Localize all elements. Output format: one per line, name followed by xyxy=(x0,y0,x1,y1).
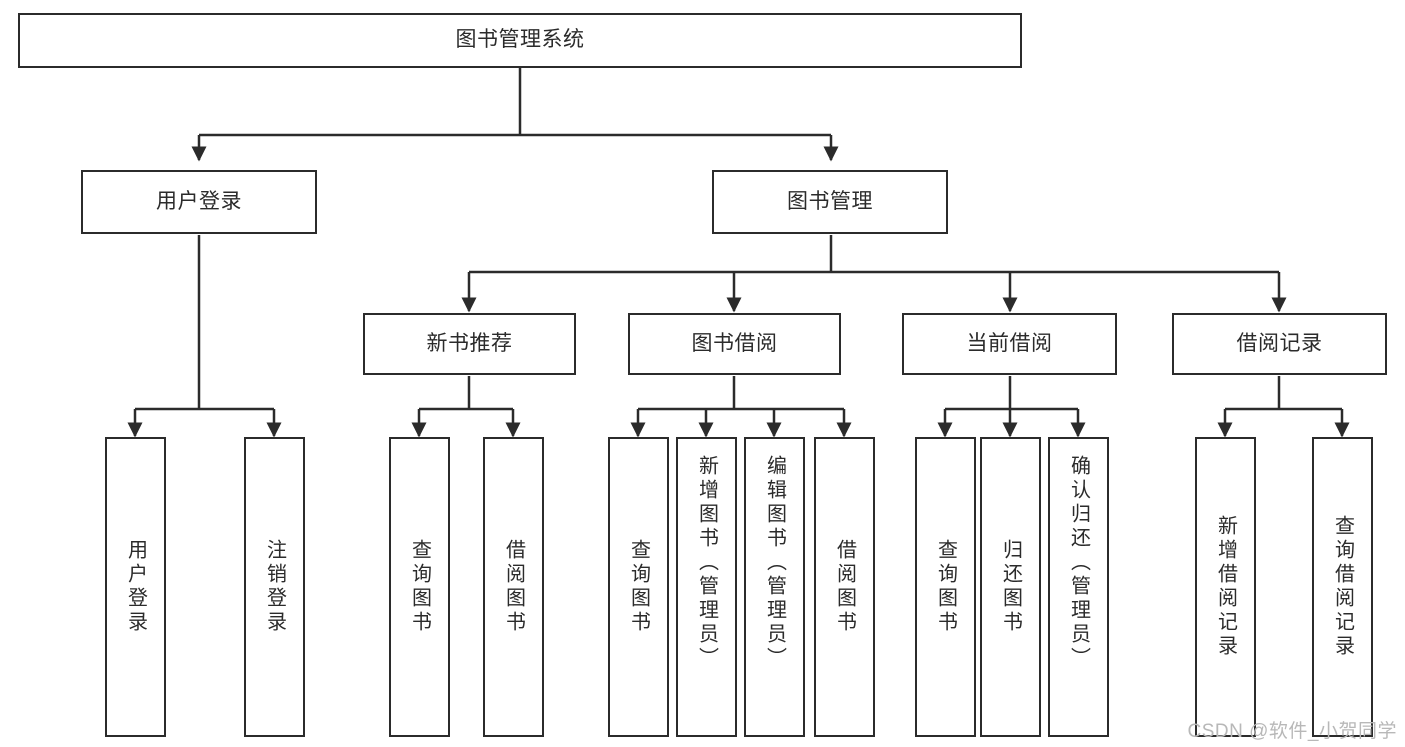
node-user-login-label: 用户登录 xyxy=(156,189,242,213)
leaf-query-book-2[interactable]: 查询图书 xyxy=(608,437,669,737)
leaf-query-book-3[interactable]: 查询图书 xyxy=(915,437,976,737)
leaf-user-login-label: 用户登录 xyxy=(124,539,147,635)
leaf-query-book-2-label: 查询图书 xyxy=(627,539,650,635)
leaf-query-book-1-label: 查询图书 xyxy=(408,539,431,635)
node-borrow-record[interactable]: 借阅记录 xyxy=(1172,313,1387,375)
leaf-query-record-label: 查询借阅记录 xyxy=(1331,515,1354,659)
leaf-edit-book[interactable]: 编辑图书（管理员） xyxy=(744,437,805,737)
node-user-login[interactable]: 用户登录 xyxy=(81,170,317,234)
node-new-book-recommend[interactable]: 新书推荐 xyxy=(363,313,576,375)
leaf-add-record[interactable]: 新增借阅记录 xyxy=(1195,437,1256,737)
leaf-add-record-label: 新增借阅记录 xyxy=(1214,515,1237,659)
leaf-confirm-return-label: 确认归还（管理员） xyxy=(1067,455,1090,671)
leaf-borrow-book-1[interactable]: 借阅图书 xyxy=(483,437,544,737)
leaf-query-book-1[interactable]: 查询图书 xyxy=(389,437,450,737)
leaf-borrow-book-2-label: 借阅图书 xyxy=(833,539,856,635)
leaf-return-book[interactable]: 归还图书 xyxy=(980,437,1041,737)
node-current-borrow-label: 当前借阅 xyxy=(966,331,1053,355)
leaf-confirm-return[interactable]: 确认归还（管理员） xyxy=(1048,437,1109,737)
leaf-user-logout[interactable]: 注销登录 xyxy=(244,437,305,737)
leaf-query-record[interactable]: 查询借阅记录 xyxy=(1312,437,1373,737)
node-book-borrow-label: 图书借阅 xyxy=(691,331,778,355)
leaf-return-book-label: 归还图书 xyxy=(999,539,1022,635)
leaf-borrow-book-2[interactable]: 借阅图书 xyxy=(814,437,875,737)
node-book-borrow[interactable]: 图书借阅 xyxy=(628,313,841,375)
leaf-add-book[interactable]: 新增图书（管理员） xyxy=(676,437,737,737)
leaf-user-login[interactable]: 用户登录 xyxy=(105,437,166,737)
node-book-manage[interactable]: 图书管理 xyxy=(712,170,948,234)
leaf-edit-book-label: 编辑图书（管理员） xyxy=(763,455,786,671)
leaf-query-book-3-label: 查询图书 xyxy=(934,539,957,635)
node-current-borrow[interactable]: 当前借阅 xyxy=(902,313,1117,375)
node-root-label: 图书管理系统 xyxy=(455,28,585,52)
node-borrow-record-label: 借阅记录 xyxy=(1236,331,1323,355)
leaf-borrow-book-1-label: 借阅图书 xyxy=(502,539,525,635)
node-new-book-recommend-label: 新书推荐 xyxy=(426,331,513,355)
watermark-text: CSDN @软件_小贺同学 xyxy=(1187,721,1397,742)
node-book-manage-label: 图书管理 xyxy=(787,189,873,213)
leaf-add-book-label: 新增图书（管理员） xyxy=(695,455,718,671)
node-root[interactable]: 图书管理系统 xyxy=(18,13,1022,68)
leaf-user-logout-label: 注销登录 xyxy=(263,539,286,635)
